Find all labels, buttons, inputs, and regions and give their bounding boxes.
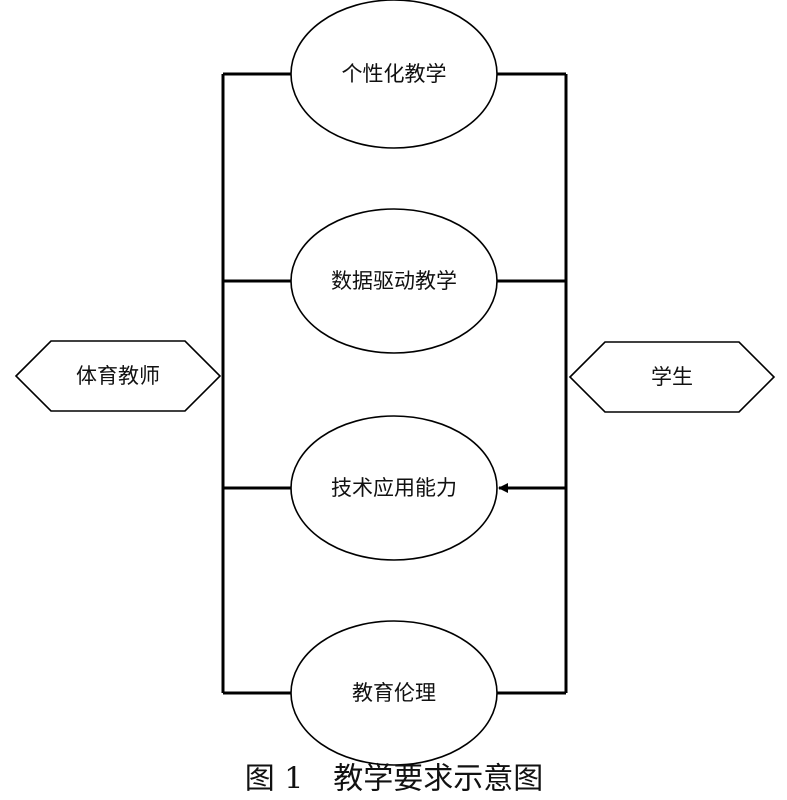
use-case-label: 数据驱动教学 <box>331 269 457 293</box>
actor-teacher: 体育教师 <box>14 340 222 412</box>
use-case-ethics: 教育伦理 <box>290 620 498 766</box>
use-case-ellipse <box>290 415 498 561</box>
use-case-ellipse <box>290 620 498 766</box>
actor-student-label: 学生 <box>651 365 693 389</box>
actor-hexagon <box>568 341 776 413</box>
use-case-ellipse <box>290 0 498 149</box>
actor-hexagon <box>14 340 222 412</box>
use-case-personalized: 个性化教学 <box>290 0 498 149</box>
actor-student: 学生 <box>568 341 776 413</box>
use-case-ellipse <box>290 208 498 354</box>
use-case-data-driven: 数据驱动教学 <box>290 208 498 354</box>
figure-caption: 图 1 教学要求示意图 <box>245 762 544 797</box>
use-case-label: 教育伦理 <box>352 681 436 705</box>
actor-teacher-label: 体育教师 <box>76 364 160 388</box>
use-case-label: 技术应用能力 <box>331 476 457 500</box>
use-case-label: 个性化教学 <box>342 62 447 86</box>
use-case-tech-ability: 技术应用能力 <box>290 415 498 561</box>
